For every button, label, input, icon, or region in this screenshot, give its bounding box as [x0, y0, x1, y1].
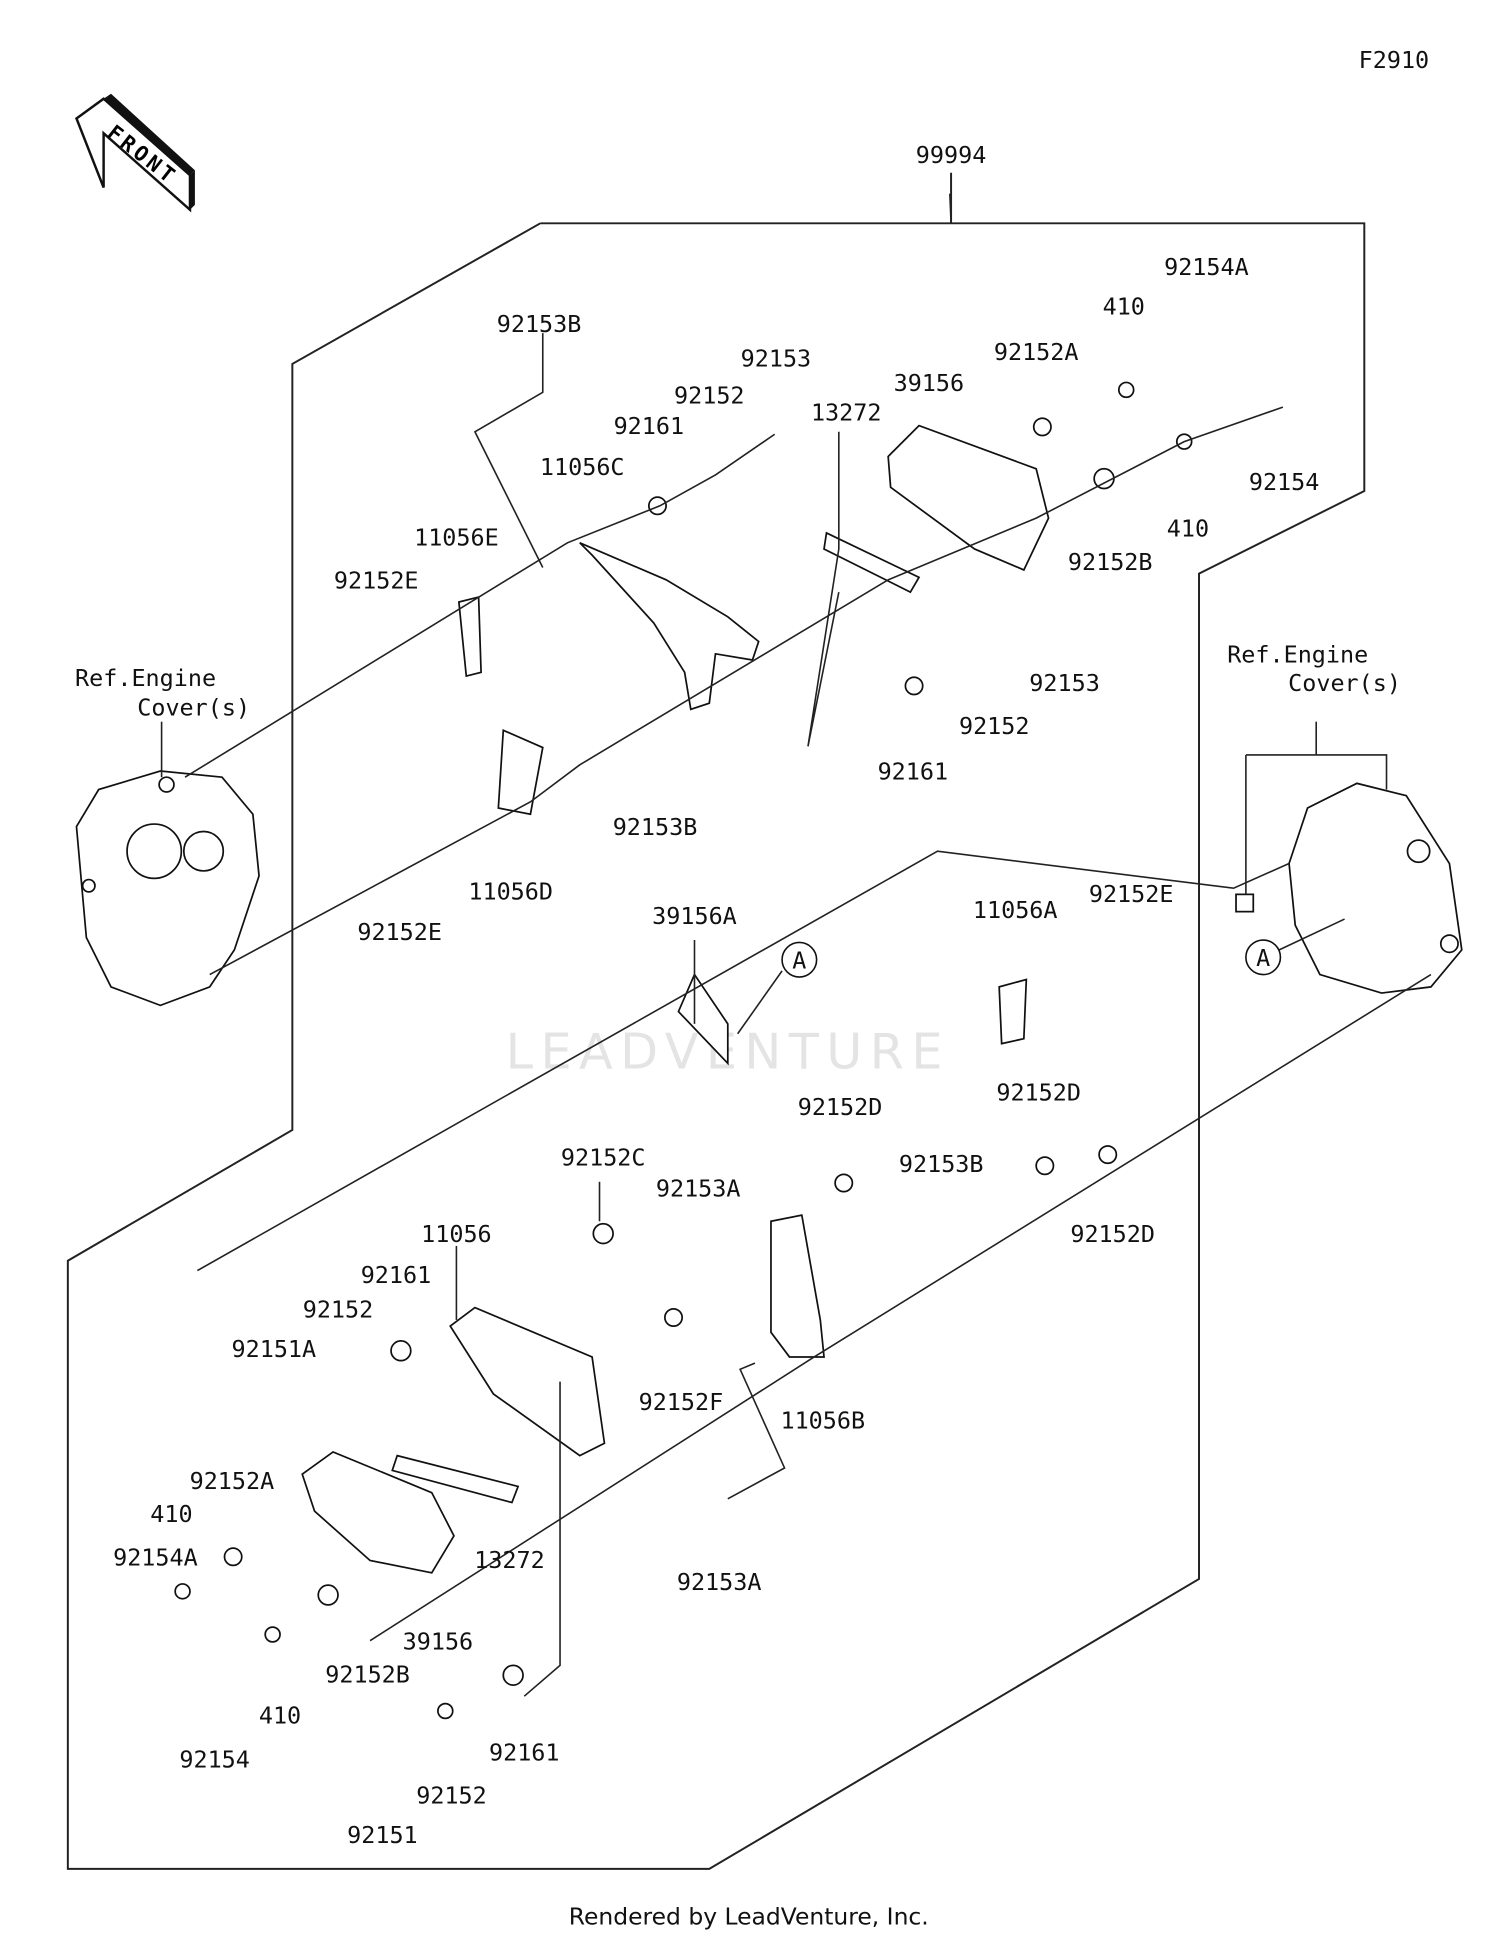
leader-lines: [160, 193, 1432, 1697]
part-label: 92154: [1249, 468, 1320, 496]
left-engine-cover: [75, 770, 260, 1007]
right-engine-cover: [1235, 782, 1463, 994]
part-label: 92152F: [639, 1388, 724, 1416]
part-label: 13272: [474, 1546, 545, 1574]
part-label: 92153B: [899, 1150, 984, 1178]
ref-right-line2: Cover(s): [1288, 669, 1401, 697]
callout-a-left: A: [781, 941, 818, 978]
diagram-code: F2910: [1359, 46, 1430, 74]
callout-letter: A: [792, 946, 806, 974]
part-label: 92151: [347, 1821, 418, 1849]
part-label: 92152B: [1068, 548, 1153, 576]
part-label: 92152: [959, 712, 1030, 740]
callout-a-right: A: [1245, 939, 1282, 976]
part-label: 92152D: [1070, 1220, 1155, 1248]
part-label: 92161: [878, 758, 949, 786]
part-label: 92153: [1029, 669, 1100, 697]
part-label: 92151A: [232, 1335, 317, 1363]
part-label: 92152E: [357, 918, 442, 946]
part-label: 92161: [614, 412, 685, 440]
part-label: 92152: [416, 1781, 487, 1809]
part-label: 39156: [894, 369, 965, 397]
front-arrow-icon: FRONT: [74, 93, 195, 213]
part-label: 410: [1103, 293, 1145, 321]
ref-left-line1: Ref.Engine: [75, 664, 216, 692]
ref-left-line2: Cover(s): [137, 694, 250, 722]
lower-slider-assembly: [174, 972, 1118, 1720]
part-label: 92152C: [561, 1144, 646, 1172]
part-label: 92152: [303, 1295, 374, 1323]
part-label: 11056: [421, 1220, 492, 1248]
callout-letter: A: [1256, 944, 1270, 972]
part-label: 92152: [674, 381, 745, 409]
part-label: 92153B: [497, 310, 582, 338]
part-label: 92152E: [1089, 880, 1174, 908]
part-label: 99994: [916, 141, 987, 169]
part-label: 11056E: [414, 523, 499, 551]
part-label: 92154: [179, 1746, 250, 1774]
part-label: 92152D: [798, 1093, 883, 1121]
part-label: 11056B: [780, 1406, 865, 1434]
part-label: 92153: [741, 344, 812, 372]
part-label: 410: [150, 1500, 192, 1528]
part-label: 92161: [361, 1261, 432, 1289]
part-label: 92154A: [113, 1543, 198, 1571]
part-label: 92154A: [1164, 253, 1249, 281]
ref-right-line1: Ref.Engine: [1227, 640, 1368, 668]
part-label: 92161: [489, 1738, 560, 1766]
part-label: 92152B: [325, 1661, 410, 1689]
part-label: 92152A: [994, 338, 1079, 366]
part-label: 39156A: [652, 902, 737, 930]
part-label: 13272: [811, 399, 882, 427]
part-label: 11056D: [468, 877, 553, 905]
part-label: 39156: [403, 1627, 474, 1655]
part-label: 92153A: [677, 1568, 762, 1596]
part-label: 92152D: [996, 1078, 1081, 1106]
part-label: 92152E: [334, 566, 419, 594]
part-label: 92153A: [656, 1175, 741, 1203]
footer-credit: Rendered by LeadVenture, Inc.: [569, 1902, 929, 1930]
upper-slider-assembly: [457, 381, 1193, 816]
part-label: 410: [1167, 515, 1209, 543]
part-label: 92152A: [190, 1467, 275, 1495]
part-label: 11056A: [973, 896, 1058, 924]
part-label: 410: [259, 1701, 301, 1729]
part-label: 11056C: [540, 453, 625, 481]
part-label: 92153B: [613, 813, 698, 841]
